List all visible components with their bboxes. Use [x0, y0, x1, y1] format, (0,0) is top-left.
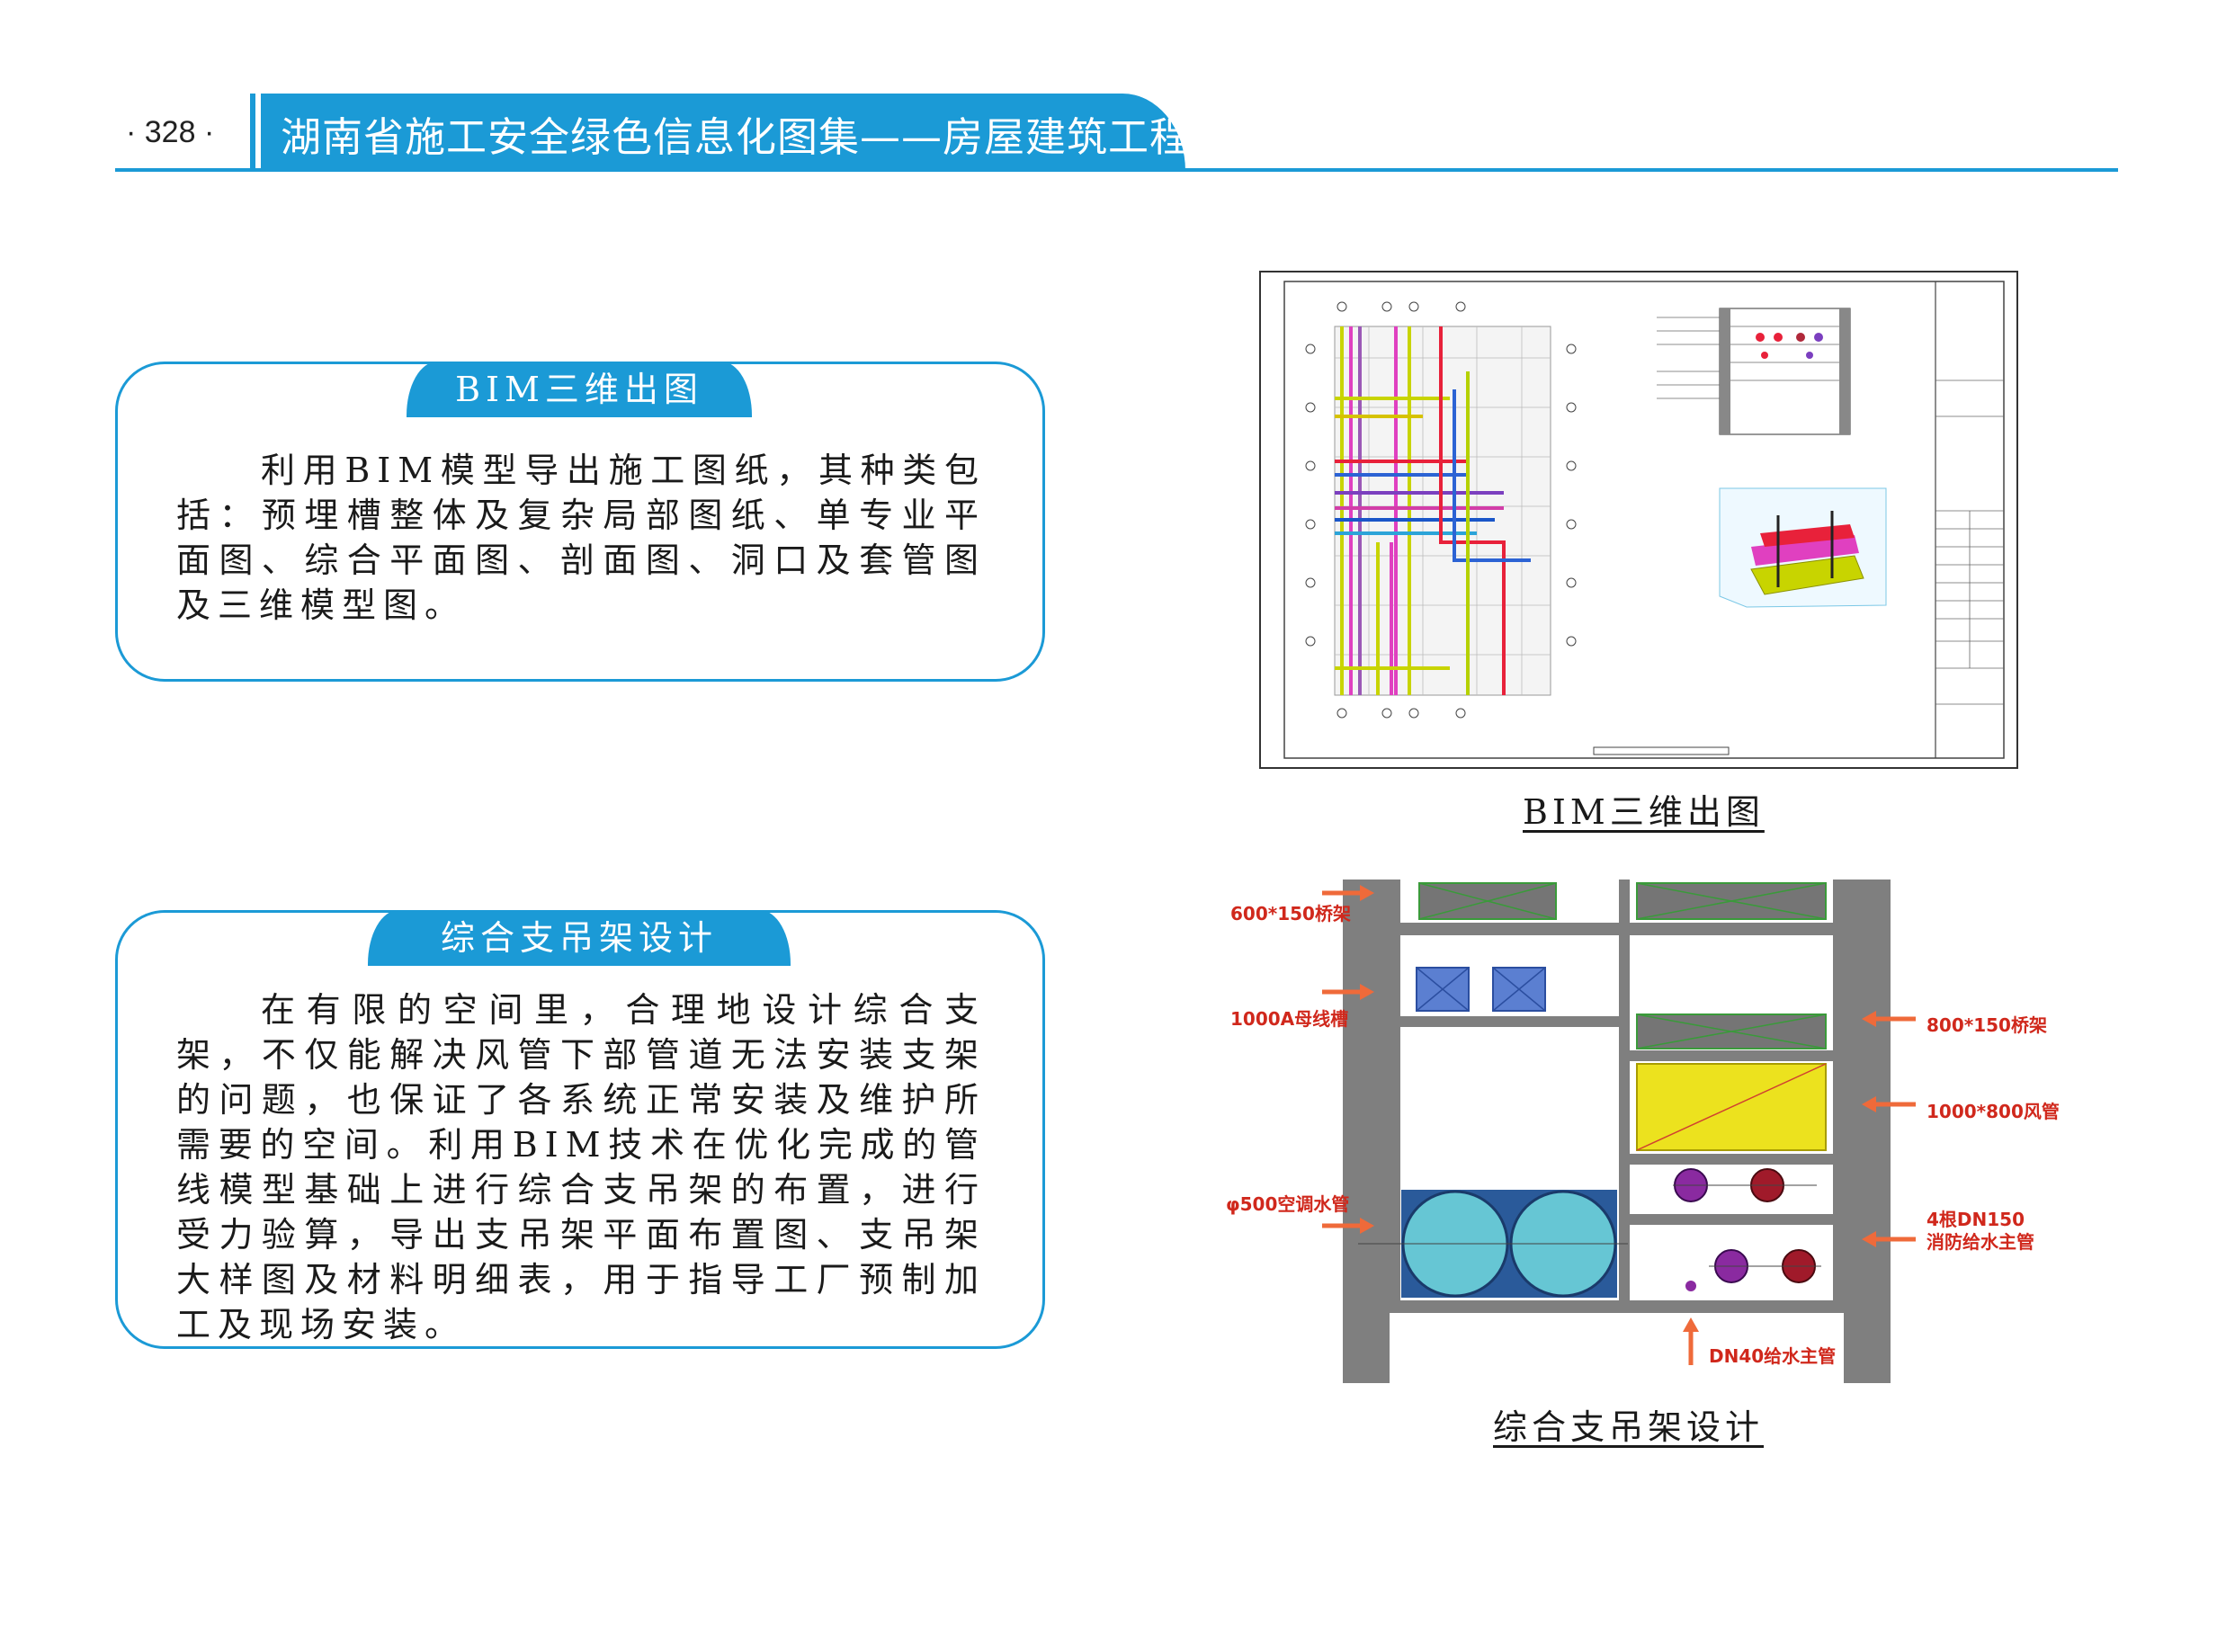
book-title: 湖南省施工安全绿色信息化图集——房屋建筑工程	[281, 113, 1192, 161]
support-design-caption: 综合支吊架设计	[1493, 1407, 1765, 1447]
header-accent-bar	[250, 94, 255, 171]
page-number: · 328 ·	[126, 115, 215, 149]
section-body-support: 在有限的空间里，合理地设计综合支架，不仅能解决风管下部管道无法安装支架的问题，也…	[176, 990, 986, 1344]
support-design-figure	[1223, 871, 2069, 1383]
label-busway-1000a: 1000A母线槽	[1230, 1008, 1349, 1030]
support-section-diagram	[1322, 880, 1916, 1383]
bim-drawing-figure	[1259, 271, 2018, 769]
label-tray-600: 600*150桥架	[1230, 903, 1351, 924]
header-accent-bar	[261, 94, 264, 171]
bim-drawing-caption: BIM三维出图	[1523, 792, 1765, 832]
section-title-support: 综合支吊架设计	[368, 910, 791, 966]
section-body-bim: 利用BIM模型导出施工图纸，其种类包括：预埋槽整体及复杂局部图纸、单专业平面图、…	[176, 451, 986, 625]
section-title-bim: BIM三维出图	[407, 362, 752, 417]
label-fire-pipe-name: 消防给水主管	[1927, 1231, 2034, 1253]
header-title-tab	[264, 94, 1185, 171]
section-box-support	[115, 910, 1045, 1349]
bim-drawing-sheet	[1283, 281, 2005, 759]
label-water-main: DN40给水主管	[1709, 1345, 1837, 1367]
label-duct-1000: 1000*800风管	[1927, 1101, 2060, 1122]
label-fire-pipe-count: 4根DN150	[1927, 1209, 2025, 1230]
label-chw-pipe: φ500空调水管	[1226, 1193, 1350, 1215]
header-rule	[115, 168, 2118, 172]
label-tray-800: 800*150桥架	[1927, 1014, 2047, 1036]
